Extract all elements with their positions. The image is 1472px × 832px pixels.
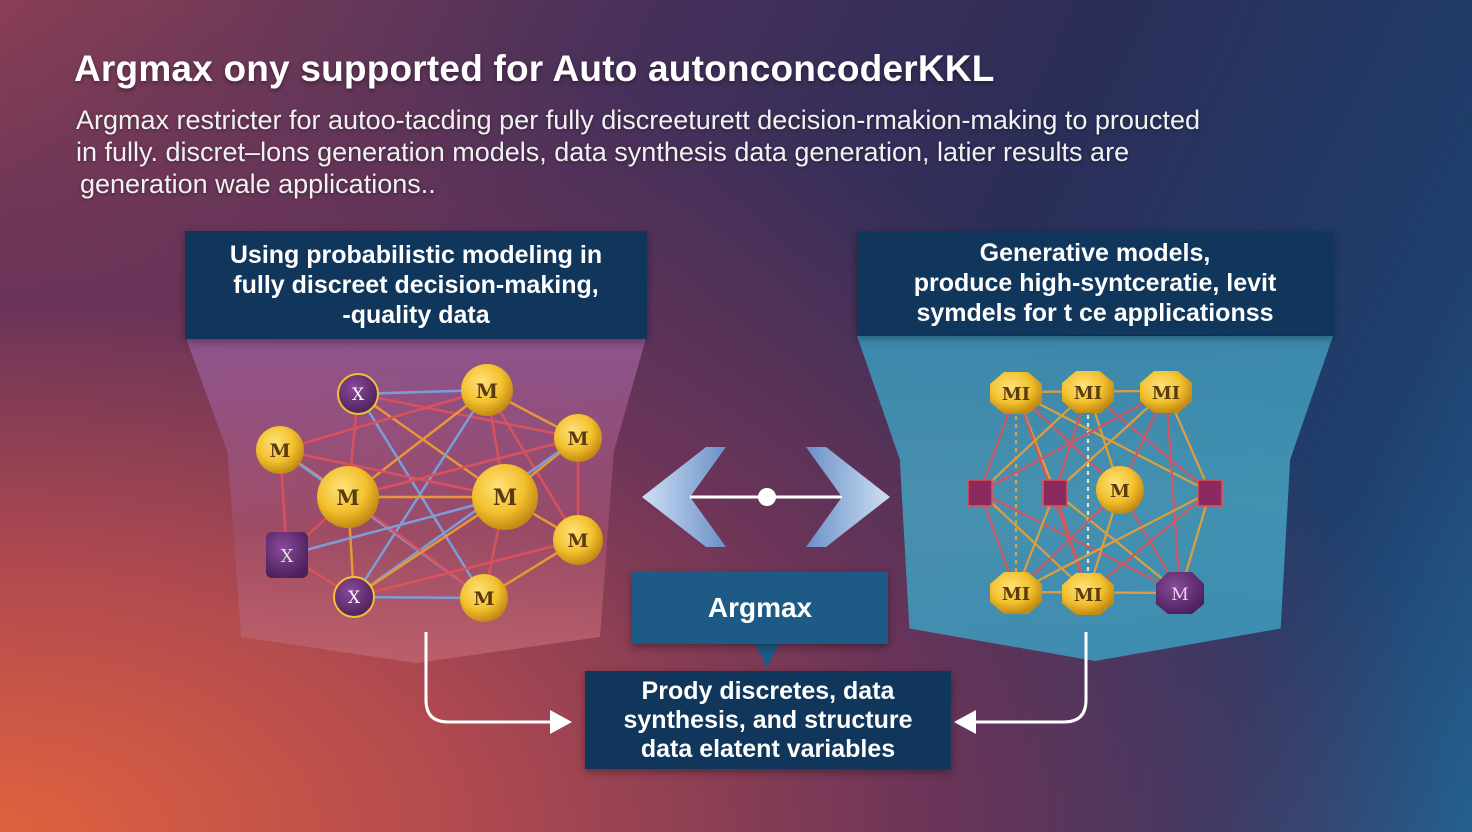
gold-node: MI bbox=[1062, 371, 1114, 413]
right-network-nodes: MI MI MI M MI MI M bbox=[967, 371, 1223, 615]
node-label: MI bbox=[1074, 383, 1102, 404]
purple-node bbox=[1197, 479, 1223, 507]
gold-node: M bbox=[256, 426, 304, 474]
subtitle: Argmax restricter for autoo-tacding per … bbox=[76, 104, 1406, 200]
argmax-box: Argmax bbox=[632, 572, 888, 644]
gold-node: M bbox=[1096, 466, 1144, 514]
right-box-line-3: symdels for t ce applicationss bbox=[916, 299, 1274, 327]
node-label: X bbox=[348, 588, 361, 608]
node-label: M bbox=[473, 588, 494, 610]
output-box-line-2: synthesis, and structure bbox=[623, 705, 913, 734]
purple-node: X bbox=[333, 576, 375, 618]
output-box-line-3: data elatent variables bbox=[640, 734, 896, 763]
gold-node: MI bbox=[990, 372, 1042, 414]
left-box-line-1: Using probabilistic modeling in bbox=[229, 241, 603, 269]
node-label: M bbox=[567, 530, 588, 552]
right-network-edges bbox=[978, 389, 1212, 595]
node-label: X bbox=[281, 546, 294, 567]
left-box-line-3: -quality data bbox=[342, 301, 490, 329]
page-title: Argmax ony supported for Auto autonconco… bbox=[74, 48, 995, 89]
gold-node: M bbox=[317, 466, 379, 528]
gold-node: M bbox=[553, 515, 603, 565]
subtitle-line-1: Argmax restricter for autoo-tacding per … bbox=[76, 105, 1200, 135]
gold-node: MI bbox=[1140, 371, 1192, 413]
purple-node: X bbox=[337, 373, 379, 415]
node-label: M bbox=[1110, 481, 1130, 502]
purple-node: X bbox=[266, 532, 308, 578]
right-box-line-2: produce high-syntceratie, levit bbox=[913, 269, 1277, 297]
node-label: X bbox=[352, 385, 365, 405]
node-label: MI bbox=[1002, 584, 1030, 605]
node-label: M bbox=[493, 485, 517, 511]
node-label: M bbox=[476, 379, 498, 403]
argmax-pointer bbox=[755, 644, 779, 668]
left-box-line-2: fully discreet decision-making, bbox=[233, 271, 599, 299]
node-label: M bbox=[1171, 585, 1188, 605]
left-network-nodes: X M M M M M X M X M bbox=[256, 364, 603, 622]
gold-node: MI bbox=[990, 572, 1042, 614]
subtitle-line-2: in fully. discret–lons generation models… bbox=[76, 137, 1130, 167]
node-label: MI bbox=[1152, 383, 1180, 404]
right-box-line-1: Generative models, bbox=[979, 239, 1211, 267]
gold-node: M bbox=[554, 414, 602, 462]
left-label-box: Using probabilistic modeling in fully di… bbox=[185, 231, 647, 339]
purple-node bbox=[1042, 479, 1068, 507]
purple-node: M bbox=[1156, 572, 1204, 614]
bidirectional-arrow-icon bbox=[642, 447, 890, 547]
output-box-line-1: Prody discretes, data bbox=[641, 676, 895, 705]
node-label: M bbox=[336, 485, 359, 510]
gold-node: M bbox=[472, 464, 538, 530]
gold-node: MI bbox=[1062, 573, 1114, 615]
subtitle-line-3: generation wale applications.. bbox=[80, 169, 436, 199]
right-label-box: Generative models, produce high-syntcera… bbox=[857, 231, 1333, 335]
node-label: MI bbox=[1002, 384, 1030, 405]
left-flow-arrow-icon bbox=[424, 632, 572, 734]
node-label: MI bbox=[1074, 585, 1102, 606]
node-label: M bbox=[567, 428, 588, 450]
output-box: Prody discretes, data synthesis, and str… bbox=[585, 671, 951, 769]
argmax-label: Argmax bbox=[707, 592, 813, 623]
right-flow-arrow-icon bbox=[954, 632, 1088, 734]
node-label: M bbox=[269, 440, 290, 462]
gold-node: M bbox=[461, 364, 513, 416]
purple-node bbox=[967, 479, 993, 507]
gold-node: M bbox=[460, 574, 508, 622]
